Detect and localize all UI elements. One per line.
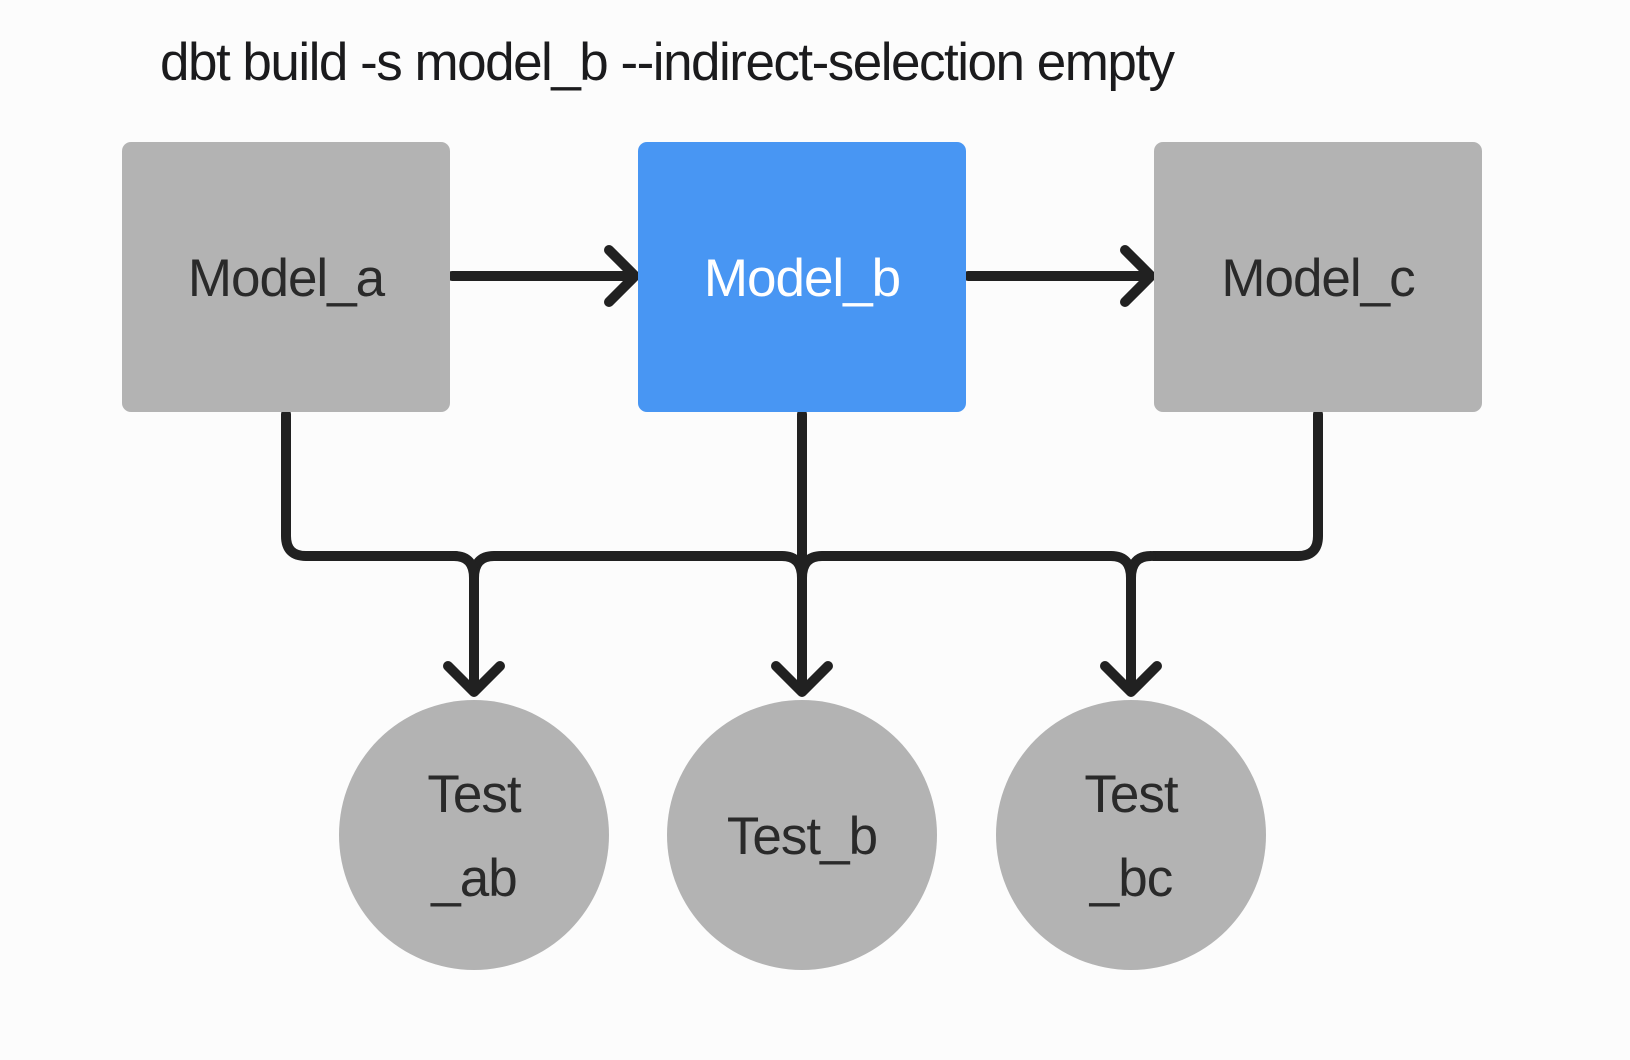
edge-model-b-to-model-c — [963, 245, 1156, 307]
edge-model-a-to-bus — [281, 409, 461, 561]
node-test-ab: Test _ab — [339, 700, 609, 970]
model-b-box — [638, 142, 966, 412]
model-a-label: Model_a — [188, 249, 386, 308]
node-model-c: Model_c — [1154, 142, 1482, 412]
edge-model-b-to-test-b — [771, 409, 833, 697]
node-test-b: Test_b — [667, 700, 937, 970]
edge-model-a-to-model-b — [447, 245, 640, 307]
test-b-label: Test_b — [727, 807, 877, 866]
test-bc-label-line1: Test — [1084, 765, 1178, 824]
diagram-title: dbt build -s model_b --indirect-selectio… — [160, 33, 1176, 92]
edge-bus-to-test-ab — [443, 551, 505, 697]
node-model-b-selected: Model_b — [638, 142, 966, 412]
node-model-a: Model_a — [122, 142, 450, 412]
model-c-label: Model_c — [1221, 249, 1415, 308]
node-test-bc: Test _bc — [996, 700, 1266, 970]
test-b-circle — [667, 700, 937, 970]
edge-model-c-to-bus — [1148, 409, 1323, 561]
model-a-box — [122, 142, 450, 412]
test-ab-label-line1: Test — [427, 765, 521, 824]
test-bc-circle — [996, 700, 1266, 970]
model-b-label: Model_b — [704, 249, 900, 308]
test-ab-label-line2: _ab — [430, 849, 516, 908]
test-bc-label-line2: _bc — [1089, 849, 1173, 908]
edge-group — [281, 245, 1323, 697]
edge-bus-to-test-bc — [1100, 551, 1162, 697]
test-ab-circle — [339, 700, 609, 970]
model-c-box — [1154, 142, 1482, 412]
